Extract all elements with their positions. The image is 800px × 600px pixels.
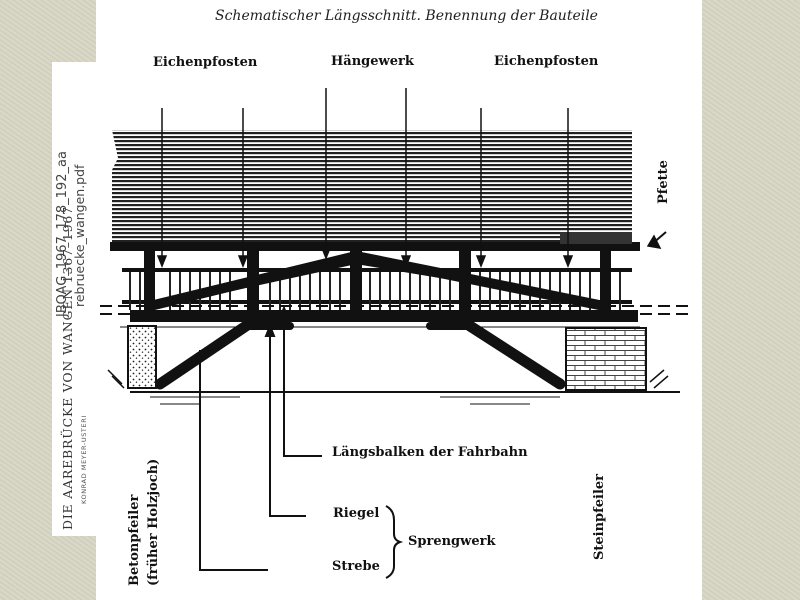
label-eichenpfosten-right: Eichenpfosten (494, 54, 599, 69)
label-pfette: Pfette (656, 160, 671, 204)
label-steinpfeiler: Steinpfeiler (592, 473, 607, 560)
label-riegel: Riegel (333, 506, 380, 521)
ground-lines (130, 391, 680, 405)
label-eichenpfosten-left: Eichenpfosten (153, 55, 258, 70)
document-filename: rebruecke_wangen.pdf (72, 164, 87, 307)
haengewerk-truss (145, 251, 609, 311)
steinpfeiler (565, 327, 669, 391)
label-frueher-holzjoch: (früher Holzjoch) (146, 458, 161, 586)
document-stamp: DIE AAREBRÜCKE VON WANGEN 1367–1967 KONR… (52, 62, 96, 536)
label-strebe: Strebe (332, 559, 380, 574)
document-id: JBOAG_1967_178_192_aa (55, 151, 70, 317)
betonpfeiler (107, 325, 157, 389)
label-sprengwerk: Sprengwerk (408, 534, 496, 549)
figure-caption: Schematischer Längsschnitt. Benennung de… (215, 8, 598, 24)
top-pointer-arrows (156, 88, 667, 269)
deck-beam (100, 305, 690, 328)
roof (110, 130, 640, 251)
sprengwerk-bracket (385, 505, 404, 579)
railing (122, 268, 632, 310)
label-laengsbalken: Längsbalken der Fahrbahn (332, 445, 528, 460)
sprengwerk-struts (154, 320, 566, 390)
leader-lines (199, 305, 322, 571)
label-haengewerk: Hängewerk (331, 54, 414, 69)
book-author: KONRAD MEYER-USTERI (80, 415, 88, 504)
label-betonpfeiler: Betonpfeiler (127, 494, 142, 586)
